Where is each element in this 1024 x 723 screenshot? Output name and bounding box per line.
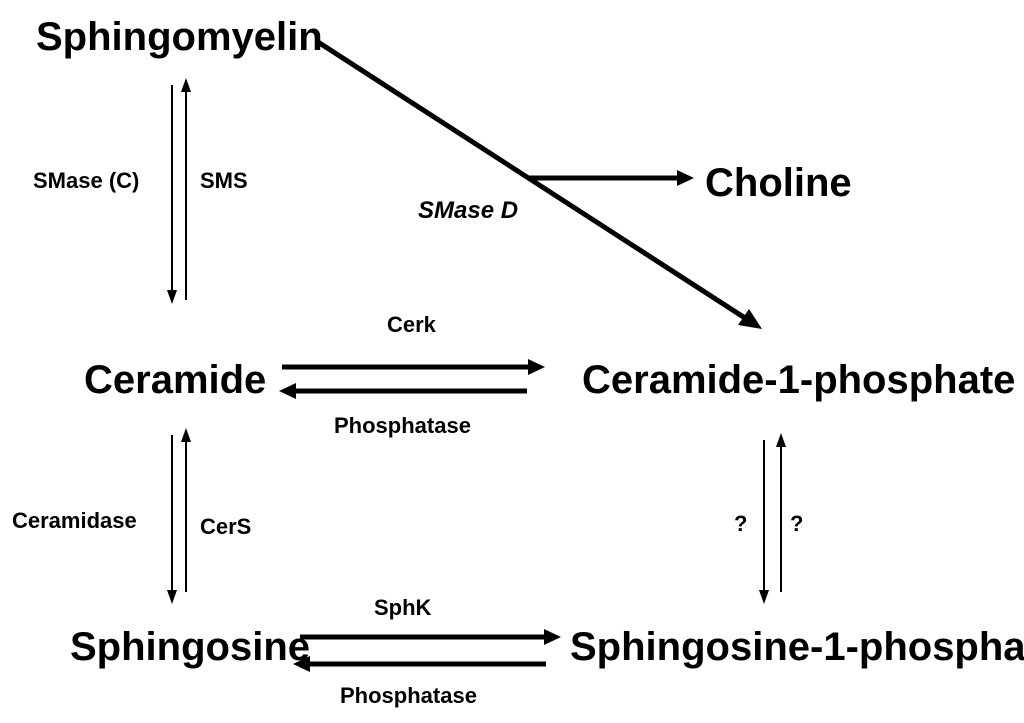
- cers-arrow: [181, 428, 191, 592]
- ceramidase-arrow: [167, 435, 177, 604]
- sphk-arrow: [300, 629, 561, 645]
- sms-label: SMS: [200, 168, 248, 193]
- sphk-label: SphK: [374, 595, 432, 620]
- sphingomyelin-label: Sphingomyelin: [36, 15, 323, 59]
- cerk-label: Cerk: [387, 312, 437, 337]
- unknown-down-arrow: [759, 440, 769, 604]
- phosphatase-bottom-arrow: [293, 656, 546, 672]
- sphingosine-label: Sphingosine: [70, 625, 310, 669]
- unknown-down-label: ?: [734, 511, 747, 536]
- ceramide-label: Ceramide: [84, 358, 266, 402]
- smase-c-arrow: [167, 85, 177, 304]
- smase-c-label: SMase (C): [33, 168, 139, 193]
- sphingosine-1-phosphate-label: Sphingosine-1-phosphate: [570, 625, 1024, 669]
- cerk-arrow: [282, 359, 545, 375]
- phosphatase-bottom-label: Phosphatase: [340, 683, 477, 708]
- smase-d-arrow: [316, 39, 762, 329]
- phosphatase-top-arrow: [279, 383, 527, 399]
- choline-label: Choline: [705, 161, 852, 205]
- phosphatase-top-label: Phosphatase: [334, 413, 471, 438]
- cers-label: CerS: [200, 514, 251, 539]
- ceramidase-label: Ceramidase: [12, 508, 137, 533]
- unknown-up-label: ?: [790, 511, 803, 536]
- unknown-up-arrow: [776, 433, 786, 592]
- ceramide-1-phosphate-label: Ceramide-1-phosphate: [582, 358, 1015, 402]
- sms-arrow: [181, 78, 191, 300]
- smase-d-label: SMase D: [418, 197, 518, 224]
- choline-arrow: [528, 170, 694, 186]
